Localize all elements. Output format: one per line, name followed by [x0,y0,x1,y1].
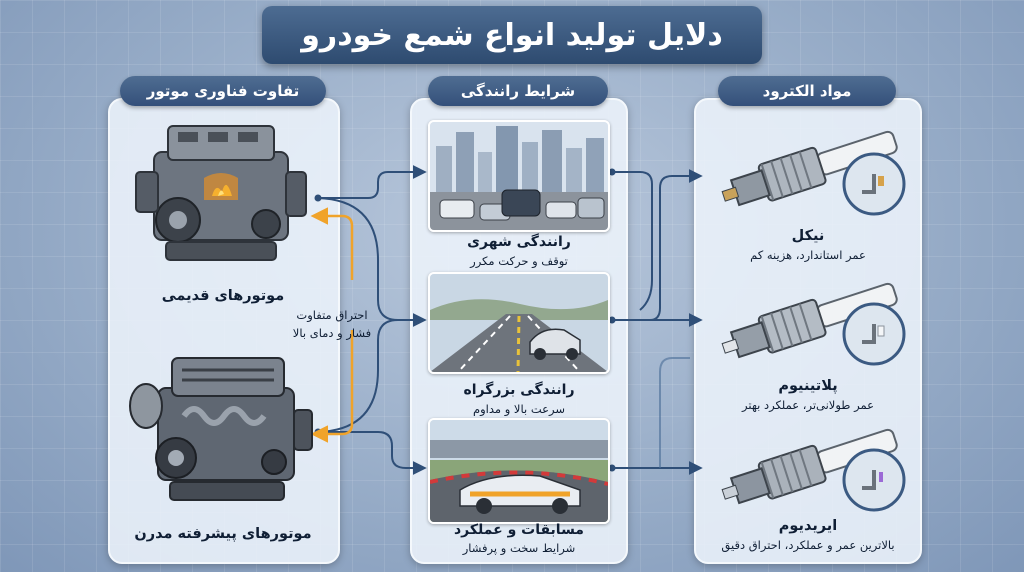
old-engine-desc-2: فشار و دمای بالا [292,326,372,340]
connector-city-electrode [612,171,653,311]
connector-engine-highway [317,197,427,327]
race-driving-image [428,418,610,524]
modern-engine-image [129,357,313,501]
iridium-spark-plug-image [721,428,906,512]
race-driving-desc: شرایط سخت و پرفشار [462,541,576,555]
orange-arrow-modern [310,330,354,443]
page-title: دلایل تولید انواع شمع خودرو [301,17,723,53]
connector-engine-city [318,165,427,199]
highway-driving-label: رانندگی بزرگراه [463,382,575,398]
connector-highway-nickel [612,169,703,321]
modern-engine-label: موتورهای پیشرفته مدرن [134,526,312,542]
electrode-panel-header: مواد الکترود [718,76,896,106]
title-banner: دلایل تولید انواع شمع خودرو [262,6,762,64]
engine-panel-header: تفاوت فناوری موتور [120,76,326,106]
connector-modern-race [318,431,427,475]
old-engine-label: موتورهای قدیمی [161,288,285,304]
city-driving-image [428,120,610,232]
platinum-label: پلاتینیوم [778,378,838,394]
connector-dot-city [608,168,616,176]
connector-race-riser [659,357,690,468]
nickel-desc: عمر استاندارد، هزینه کم [750,248,866,262]
connector-dot-engine [314,194,322,202]
connector-dot-race [608,464,616,472]
nickel-label: نیکل [791,228,825,244]
old-engine-image [135,125,307,261]
old-engine-desc-1: احتراق متفاوت [296,308,368,322]
platinum-spark-plug-image [721,282,906,366]
city-driving-label: رانندگی شهری [467,234,571,250]
iridium-label: ایریدیوم [778,518,838,534]
driving-panel-header: شرایط رانندگی [428,76,608,106]
highway-driving-desc: سرعت بالا و مداوم [473,402,565,416]
platinum-desc: عمر طولانی‌تر، عملکرد بهتر [742,398,874,412]
nickel-spark-plug-image [721,130,906,216]
highway-driving-image [428,272,610,374]
race-driving-label: مسابقات و عملکرد [454,522,584,538]
orange-arrow-old [310,207,354,280]
connector-dot-highway [608,316,616,324]
city-driving-desc: توقف و حرکت مکرر [470,254,568,268]
iridium-desc: بالاترین عمر و عملکرد، احتراق دقیق [721,538,895,552]
connector-modern-highway [317,319,399,433]
